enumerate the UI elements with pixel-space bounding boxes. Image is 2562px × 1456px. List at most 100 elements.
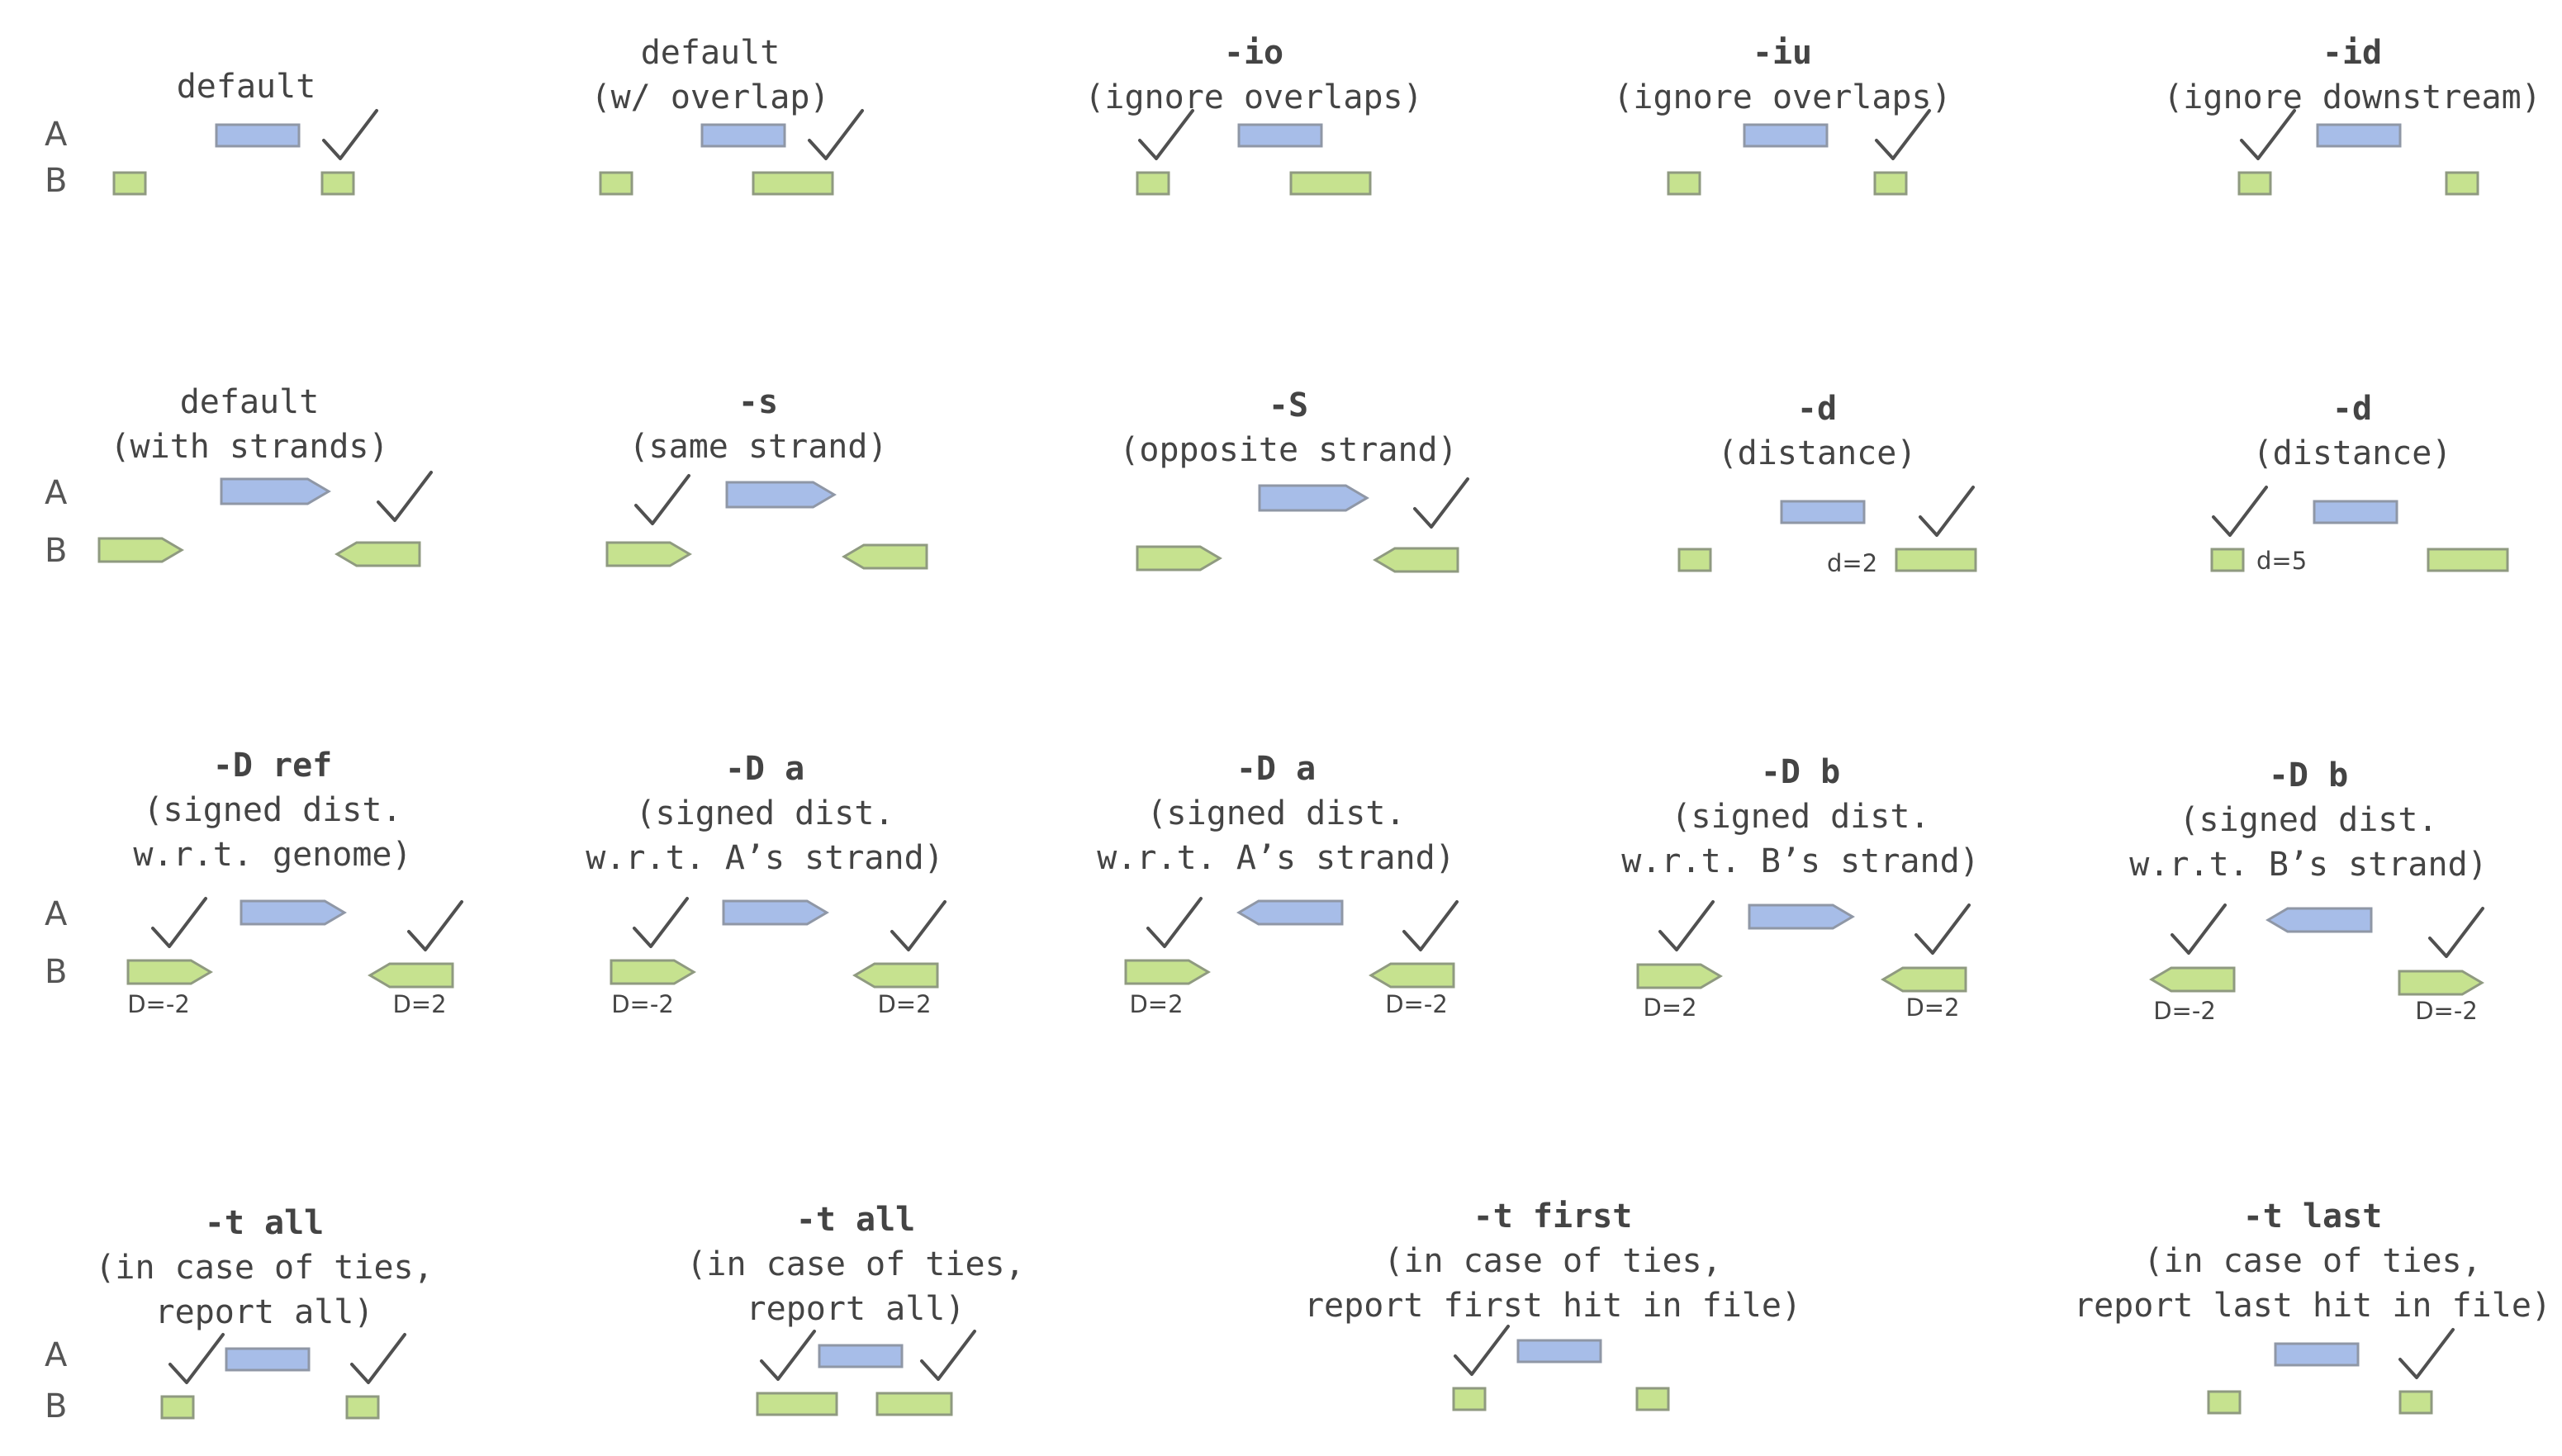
panel-option: -t all [205,1204,325,1242]
feature-b [320,171,355,196]
feature-b-stranded [1369,962,1455,989]
feature-b-stranded [2398,970,2484,996]
feature-b-stranded [1136,545,1222,571]
panel: default [112,68,378,196]
checkmark-icon [1454,1325,1510,1376]
panel: -iu(ignore overlaps) [1613,34,1952,196]
feature-a [2316,123,2402,148]
feature-a-stranded [1258,484,1369,512]
row-label-a: A [45,1336,68,1374]
panel-description: w.r.t. A’s strand) [586,839,943,877]
panel: -io(ignore overlaps) [1084,34,1423,196]
panel-description: (signed dist. [1146,794,1405,832]
distance-label: D=-2 [2153,997,2216,1025]
panel-description: w.r.t. B’s strand) [1621,842,1979,880]
panel-description: (signed dist. [635,794,894,832]
feature-b [756,1392,838,1416]
panel-description: (ignore overlaps) [1084,78,1422,116]
feature-b [2237,171,2272,196]
panel-option: -D b [1761,753,1840,791]
feature-b-stranded [334,541,421,567]
row-label-b: B [45,532,67,570]
checkmark-icon [350,1333,406,1384]
panel-description: (signed dist. [143,791,401,829]
checkmark-icon [1919,486,1975,537]
panel-option: -d [2332,390,2372,428]
distance-label: D=2 [877,990,931,1018]
panel-option: -iu [1753,34,1812,72]
panel-description: w.r.t. genome) [133,836,411,874]
feature-b [599,171,633,196]
panel-option: -t first [1473,1198,1633,1235]
checkmark-icon [808,109,864,160]
row-label-b: B [45,953,67,991]
panel-description: (with strands) [110,428,388,466]
checkmark-icon [377,471,433,522]
checkmark-icon [2240,109,2296,160]
panel: default(w/ overlap) [591,34,864,196]
checkmark-icon [151,897,207,948]
panel: -d(distance)d=2 [1677,390,1977,577]
panel-option: default [180,383,320,421]
panel-option: -D b [2269,756,2348,794]
feature-b [2207,1390,2242,1415]
feature-a [225,1347,311,1372]
feature-b [2398,1390,2433,1415]
panel-description: (distance) [2253,434,2452,472]
panel-option: -D a [725,750,804,788]
feature-a [1516,1339,1602,1364]
row-label-b: B [45,162,67,200]
feature-b-stranded [1124,959,1211,985]
feature-b [112,171,147,196]
checkmark-icon [634,474,690,525]
feature-b [345,1395,380,1420]
distance-label: d=5 [2256,547,2307,575]
feature-b [875,1392,953,1416]
feature-b [1635,1387,1670,1411]
feature-b [1667,171,1701,196]
panel-description: w.r.t. B’s strand) [2129,846,2487,884]
feature-b [1677,548,1712,572]
panel-description: w.r.t. A’s strand) [1097,839,1454,877]
checkmark-icon [322,109,378,160]
panel-description: (in case of ties, [95,1249,433,1287]
feature-a-stranded [2265,907,2373,933]
feature-b [1289,171,1372,196]
feature-b-stranded [126,959,213,985]
checkmark-icon [2171,903,2227,955]
row-label-a: A [45,895,68,933]
panel: -d (distance) d=5 [2210,390,2509,575]
distance-label: d=2 [1827,549,1877,577]
feature-a-stranded [220,477,331,505]
checkmark-icon [168,1333,225,1384]
panel-description: report all) [747,1290,965,1328]
panel-description: (signed dist. [2179,801,2437,839]
panel-description: (in case of ties, [1383,1242,1721,1280]
feature-b-stranded [852,962,939,989]
panel: -t first(in case of ties,report first hi… [1304,1198,1801,1411]
panel-option: -t all [796,1201,916,1239]
feature-b-stranded [610,959,696,985]
panel-description: report all) [155,1293,374,1331]
distance-label: D=2 [1643,994,1696,1022]
feature-b [2445,171,2479,196]
panel-description: (same strand) [629,428,887,466]
panel: -S(opposite strand) [1119,387,1469,573]
feature-b [2427,548,2509,572]
checkmark-icon [1875,109,1931,160]
feature-a [818,1344,904,1368]
feature-b [1895,548,1977,572]
feature-b-stranded [2149,966,2236,993]
feature-a [1237,123,1323,148]
feature-b-stranded [1881,966,1967,993]
feature-b-stranded [368,962,454,989]
distance-label: D=-2 [1385,990,1448,1018]
feature-a [2274,1342,2360,1367]
feature-a-stranded [725,481,837,509]
feature-a [215,123,301,148]
panel-description: (distance) [1718,434,1917,472]
